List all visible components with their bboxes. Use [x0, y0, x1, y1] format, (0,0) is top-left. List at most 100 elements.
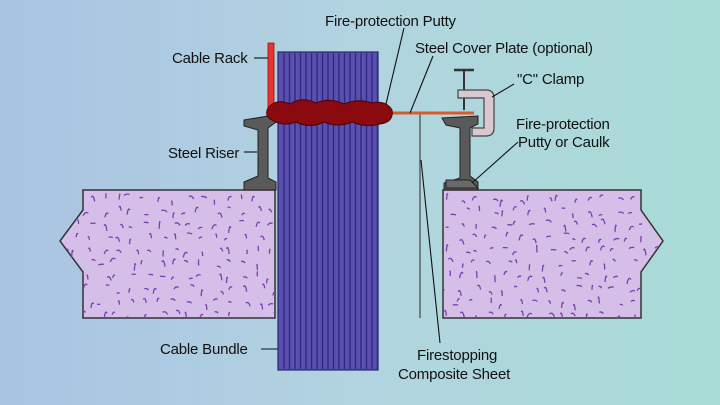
- concrete-speckle: [488, 311, 494, 315]
- concrete-speckle: [173, 233, 177, 240]
- concrete-speckle: [476, 284, 482, 290]
- concrete-speckle: [570, 312, 576, 317]
- concrete-speckle: [548, 312, 556, 318]
- concrete-speckle: [173, 286, 179, 290]
- concrete-speckle: [228, 301, 232, 304]
- concrete-speckle: [599, 194, 604, 198]
- concrete-speckle: [124, 316, 130, 318]
- concrete-speckle: [261, 283, 266, 289]
- concrete-speckle: [87, 247, 91, 252]
- concrete-speckle: [60, 301, 62, 310]
- concrete-speckle: [162, 311, 169, 315]
- concrete-speckle: [628, 225, 635, 231]
- concrete-speckle: [447, 257, 454, 263]
- concrete-speckle: [526, 195, 529, 201]
- concrete-speckle: [223, 237, 228, 241]
- concrete-speckle: [655, 208, 660, 213]
- concrete-speckle: [255, 221, 261, 228]
- concrete-speckle: [503, 313, 507, 318]
- concrete-speckle: [227, 226, 232, 233]
- concrete-speckle: [272, 291, 275, 296]
- concrete-speckle: [609, 247, 614, 252]
- label-steel-riser: Steel Riser: [168, 145, 240, 162]
- concrete-speckle: [644, 207, 651, 211]
- concrete-speckle: [268, 208, 273, 213]
- left-slab-shape: [59, 189, 276, 319]
- concrete-speckle: [561, 289, 566, 293]
- concrete-speckle: [585, 313, 588, 318]
- leader-fire-putty: [385, 27, 405, 105]
- concrete-speckle: [598, 213, 603, 217]
- concrete-speckle: [512, 206, 518, 211]
- concrete-speckle: [111, 311, 116, 315]
- concrete-speckle: [543, 207, 547, 213]
- concrete-speckle: [532, 238, 537, 244]
- concrete-speckle: [71, 207, 75, 212]
- concrete-speckle: [574, 198, 578, 203]
- concrete-speckle: [571, 213, 574, 219]
- leader-cover-plate: [409, 55, 434, 114]
- concrete-speckle: [244, 233, 248, 239]
- concrete-speckle: [215, 233, 218, 238]
- concrete-speckle: [197, 226, 203, 230]
- concrete-speckle: [473, 249, 477, 253]
- concrete-speckle: [468, 298, 473, 302]
- concrete-speckle: [519, 200, 526, 205]
- concrete-speckle: [598, 311, 604, 315]
- concrete-speckle: [75, 232, 79, 238]
- concrete-speckle: [581, 237, 587, 243]
- left-concrete-slab: [59, 189, 276, 319]
- concrete-speckle: [658, 310, 662, 316]
- concrete-speckle: [161, 260, 166, 267]
- concrete-speckle: [597, 238, 602, 243]
- concrete-speckle: [600, 218, 606, 225]
- concrete-speckle: [91, 258, 96, 262]
- concrete-speckle: [526, 312, 533, 318]
- concrete-speckle: [619, 303, 624, 306]
- concrete-speckle: [589, 260, 594, 266]
- concrete-speckle: [457, 289, 462, 297]
- concrete-speckle: [158, 221, 161, 229]
- concrete-speckle: [104, 212, 109, 218]
- concrete-speckle: [273, 310, 275, 314]
- concrete-speckle: [607, 286, 614, 289]
- concrete-speckle: [214, 311, 219, 314]
- concrete-speckle: [489, 247, 494, 250]
- concrete-speckle: [599, 245, 606, 251]
- concrete-speckle: [450, 213, 457, 216]
- concrete-speckle: [186, 301, 193, 304]
- concrete-speckle: [260, 235, 265, 241]
- concrete-speckle: [647, 296, 651, 302]
- concrete-speckle: [652, 289, 656, 295]
- concrete-speckle: [527, 209, 531, 216]
- concrete-speckle: [618, 211, 625, 214]
- concrete-speckle: [627, 211, 633, 215]
- concrete-speckle: [563, 224, 567, 232]
- concrete-speckle: [488, 291, 493, 295]
- concrete-speckle: [103, 311, 108, 318]
- concrete-speckle: [97, 263, 104, 266]
- concrete-speckle: [219, 273, 223, 281]
- leader-firestopping: [420, 159, 441, 344]
- concrete-speckle: [227, 195, 232, 201]
- label-firestopping-2: Composite Sheet: [398, 366, 511, 383]
- concrete-speckle: [144, 287, 150, 291]
- concrete-speckle: [75, 197, 82, 200]
- right-concrete-slab: [442, 189, 664, 319]
- concrete-speckle: [623, 237, 628, 242]
- concrete-speckle: [577, 277, 583, 280]
- concrete-speckle: [443, 236, 445, 242]
- concrete-speckle: [184, 222, 191, 226]
- concrete-speckle: [543, 286, 548, 293]
- concrete-speckle: [268, 248, 271, 254]
- concrete-speckle: [492, 198, 499, 202]
- concrete-speckle: [472, 233, 478, 238]
- concrete-speckle: [174, 222, 181, 226]
- concrete-speckle: [123, 193, 130, 197]
- concrete-speckle: [265, 278, 269, 284]
- concrete-speckle: [133, 263, 137, 271]
- concrete-speckle: [163, 236, 168, 239]
- leader-c-clamp: [491, 83, 515, 98]
- concrete-speckle: [498, 303, 503, 310]
